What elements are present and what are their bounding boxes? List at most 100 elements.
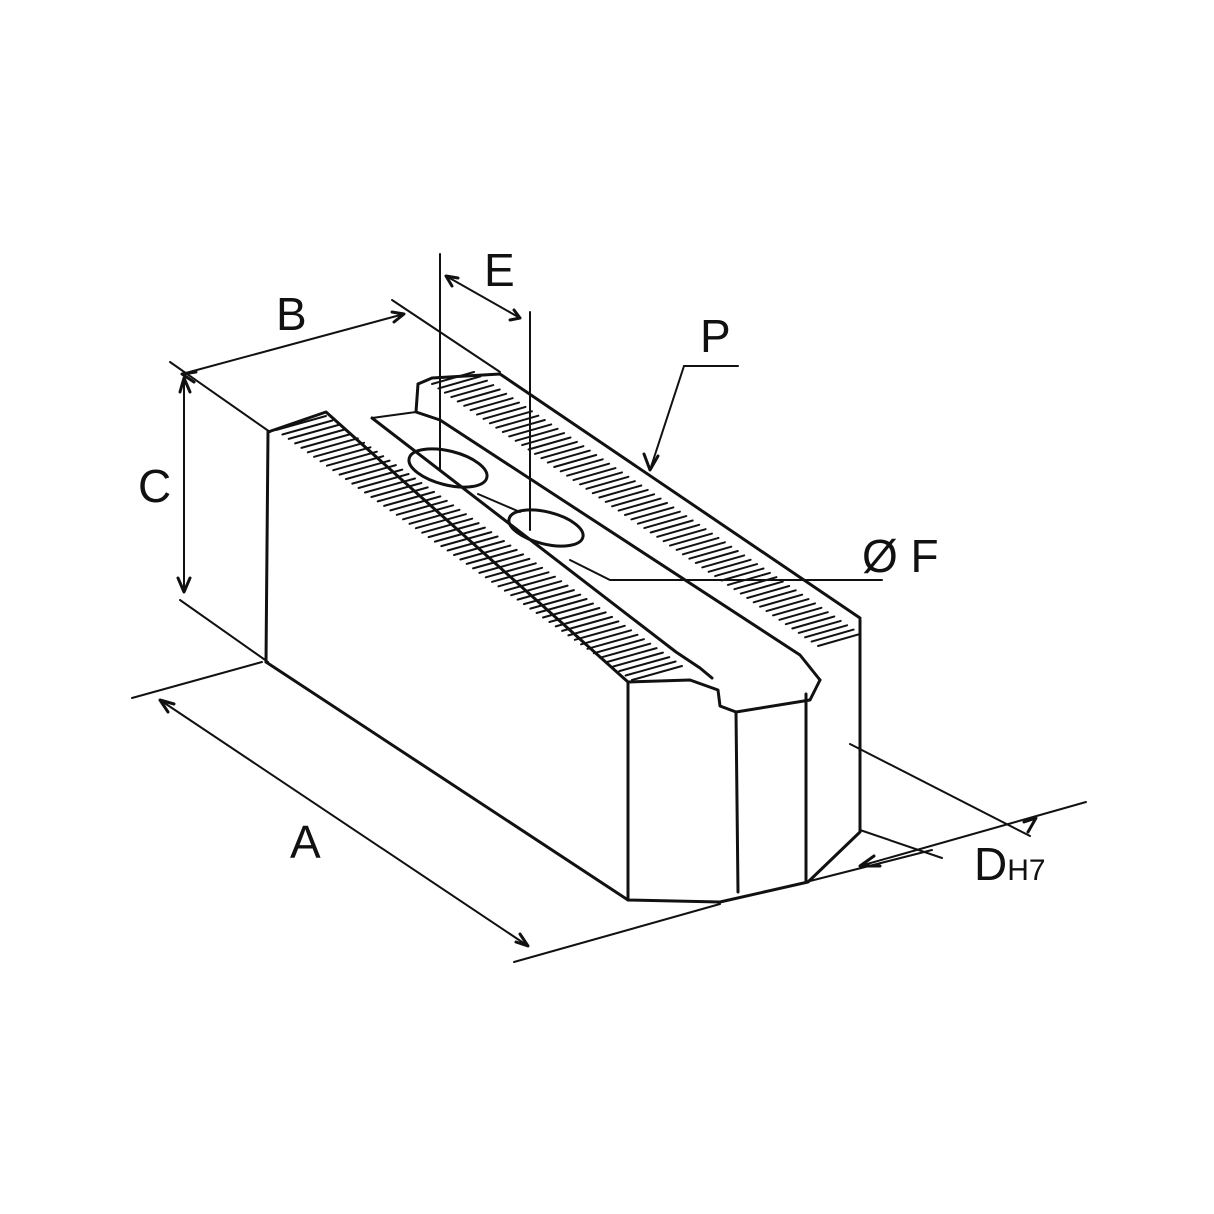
serration-tooth [533, 440, 578, 455]
serration-tooth [561, 615, 614, 632]
label-e: E [484, 244, 515, 296]
label-f: Ø F [862, 530, 939, 582]
serration-tooth [643, 515, 688, 530]
serration-tooth [427, 522, 480, 539]
serration-tooth [810, 628, 855, 643]
serration-tooth [542, 602, 594, 619]
serration-tooth [433, 526, 486, 543]
serration-tooth [656, 523, 701, 538]
serration-tooth [765, 598, 810, 613]
serration-tooth [306, 437, 359, 454]
serration-tooth [617, 497, 662, 512]
serration-tooth [319, 446, 372, 463]
serration-tooth [514, 427, 559, 442]
serration-tooth [759, 593, 804, 608]
serration-tooth [453, 540, 505, 556]
serration-tooth [694, 550, 739, 564]
serration-tooth [739, 580, 784, 595]
serration-tooth [484, 562, 537, 579]
serration-tooth [566, 462, 611, 477]
serration-tooth [791, 615, 836, 630]
serration-tooth [332, 455, 385, 472]
serration-tooth [281, 419, 334, 436]
serration-tooth [294, 428, 347, 445]
serration-tooth [527, 436, 572, 451]
serration-tooth [370, 482, 423, 498]
dimension-lines [131, 253, 1087, 963]
jaw-body [264, 372, 862, 904]
serration-tooth [662, 528, 707, 543]
label-d-main: D [974, 838, 1007, 890]
serration-tooth [778, 606, 823, 621]
serration-tooth [579, 471, 623, 486]
serration-tooth [688, 545, 733, 560]
serration-tooth [440, 531, 493, 548]
serration-tooth [591, 480, 636, 495]
serration-tooth [631, 665, 683, 681]
label-d: DH7 [974, 838, 1046, 890]
serration-tooth [402, 504, 455, 521]
serration-tooth [580, 629, 633, 646]
serration-tooth [503, 575, 556, 592]
serration-tooth [287, 423, 340, 440]
bolt-holes [407, 447, 585, 548]
serration-tooth [604, 488, 649, 503]
serration-tooth [624, 502, 668, 516]
serration-tooth [313, 441, 366, 458]
serration-tooth [817, 633, 861, 647]
serration-tooth [567, 620, 620, 637]
serration-tooth [300, 432, 353, 449]
serration-tooth [752, 589, 797, 604]
serration-tooth [469, 397, 514, 412]
serration-tooth [598, 484, 643, 499]
serration-tooth [535, 598, 588, 614]
serration-tooth [611, 493, 656, 508]
serration-tooth [636, 510, 681, 525]
serration-tooth [501, 419, 546, 433]
serration-tooth [408, 508, 461, 525]
serration-tooth [529, 593, 582, 610]
label-d-subscript: H7 [1007, 854, 1045, 887]
serration-tooth [510, 580, 563, 597]
serration-tooth [572, 467, 617, 482]
serration-tooth [459, 544, 512, 561]
serration-tooth [599, 642, 652, 659]
serration-tooth [586, 633, 639, 650]
serration-tooth [450, 384, 495, 399]
serration-tooth [364, 477, 416, 494]
serration-tooth [482, 405, 527, 420]
serration-tooth [585, 475, 630, 490]
serration-tooth [497, 571, 550, 588]
serration-tooth [395, 499, 448, 516]
serration-tooth [478, 557, 531, 574]
serration-tooth [465, 548, 518, 565]
serration-tooth [443, 379, 488, 394]
serration-tooth [516, 584, 569, 601]
serration-tooth [649, 519, 694, 534]
serration-tooth [669, 532, 713, 547]
serration-tooth [488, 410, 533, 425]
serration-tooth [521, 432, 566, 447]
serration-tooth [414, 513, 467, 530]
serration-tooth [540, 445, 585, 460]
label-a: A [290, 816, 321, 868]
serration-tooth [463, 392, 508, 407]
serration-tooth [456, 388, 501, 403]
serration-tooth [784, 611, 829, 626]
label-b: B [276, 288, 307, 340]
serration-tooth [472, 553, 525, 570]
serration-tooth [675, 536, 720, 551]
serration-tooth [573, 624, 626, 641]
serration-tooth [275, 415, 327, 431]
serrations-left [275, 415, 683, 681]
serration-tooth [548, 607, 601, 623]
serration-tooth [559, 458, 604, 473]
serration-tooth [376, 486, 429, 503]
serration-tooth [746, 585, 791, 599]
serration-tooth [701, 554, 746, 569]
serration-tooth [325, 450, 378, 467]
serration-tooth [630, 506, 675, 521]
serration-tooth [491, 566, 544, 583]
serration-tooth [726, 571, 771, 586]
